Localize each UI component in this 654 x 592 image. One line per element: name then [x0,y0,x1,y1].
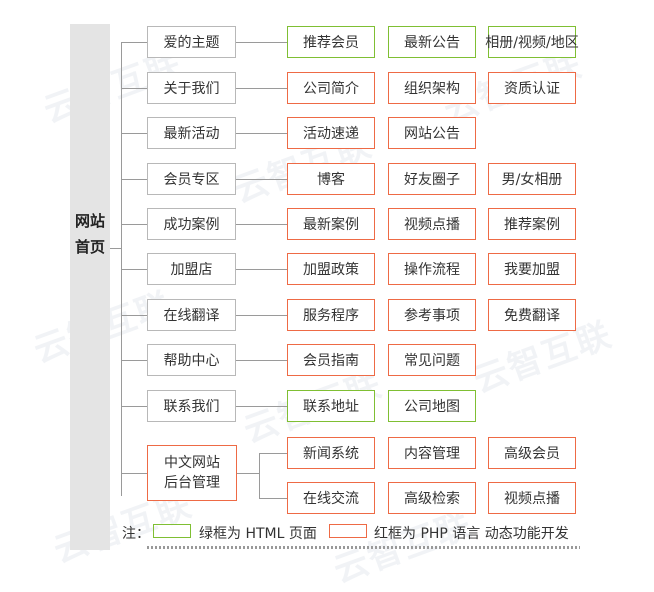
connector-to-category [121,224,147,225]
root-node-home: 网站首页 [70,24,110,550]
connector-to-items [236,133,287,134]
feature-node[interactable]: 推荐会员 [287,26,375,58]
feature-node[interactable]: 公司地图 [388,390,476,422]
connector-to-category [121,88,147,89]
category-node[interactable]: 会员专区 [147,163,236,195]
connector-to-category [121,473,147,474]
category-node[interactable]: 爱的主题 [147,26,236,58]
feature-node[interactable]: 加盟政策 [287,253,375,285]
connector-to-category [121,406,147,407]
connector-to-category [121,179,147,180]
category-node[interactable]: 关于我们 [147,72,236,104]
feature-node[interactable]: 资质认证 [488,72,576,104]
legend-php-swatch [329,524,367,538]
connector-admin-row2 [259,498,287,499]
feature-node[interactable]: 活动速递 [287,117,375,149]
legend-html-swatch [153,524,191,538]
connector-to-items [236,88,287,89]
feature-node[interactable]: 相册/视频/地区 [485,26,579,58]
legend-php-label: 红框为 PHP 语言 动态功能开发 [374,526,569,542]
connector-to-items [236,406,287,407]
category-node[interactable]: 加盟店 [147,253,236,285]
feature-node[interactable]: 操作流程 [388,253,476,285]
feature-node[interactable]: 好友圈子 [388,163,476,195]
legend-prefix: 注： [122,526,150,542]
feature-node[interactable]: 高级会员 [488,437,576,469]
feature-node[interactable]: 内容管理 [388,437,476,469]
legend-html-label: 绿框为 HTML 页面 [199,526,317,542]
feature-node[interactable]: 高级检索 [388,482,476,514]
connector-to-items [236,360,287,361]
connector-to-items [236,179,287,180]
connector-to-items [236,42,287,43]
feature-node[interactable]: 免费翻译 [488,299,576,331]
feature-node[interactable]: 联系地址 [287,390,375,422]
connector-to-category [121,133,147,134]
connector-to-category [121,360,147,361]
connector-to-items [236,224,287,225]
category-node-admin[interactable]: 中文网站 后台管理 [147,445,237,501]
connector-admin-row1 [259,453,287,454]
connector-admin-stub [237,473,259,474]
feature-node[interactable]: 我要加盟 [488,253,576,285]
feature-node[interactable]: 在线交流 [287,482,375,514]
feature-node[interactable]: 新闻系统 [287,437,375,469]
legend-dotted-divider [147,546,580,549]
feature-node[interactable]: 网站公告 [388,117,476,149]
feature-node[interactable]: 参考事项 [388,299,476,331]
category-node[interactable]: 联系我们 [147,390,236,422]
feature-node[interactable]: 服务程序 [287,299,375,331]
feature-node[interactable]: 视频点播 [388,208,476,240]
connector-to-category [121,269,147,270]
root-node-label: 网站首页 [74,212,105,256]
feature-node[interactable]: 推荐案例 [488,208,576,240]
connector-to-items [236,315,287,316]
category-node[interactable]: 帮助中心 [147,344,236,376]
feature-node[interactable]: 视频点播 [488,482,576,514]
feature-node[interactable]: 组织架构 [388,72,476,104]
feature-node[interactable]: 最新公告 [388,26,476,58]
connector-to-category [121,42,147,43]
connector-to-category [121,315,147,316]
connector-to-items [236,269,287,270]
category-node[interactable]: 最新活动 [147,117,236,149]
feature-node[interactable]: 会员指南 [287,344,375,376]
feature-node[interactable]: 博客 [287,163,375,195]
category-node[interactable]: 在线翻译 [147,299,236,331]
connector-root-stub [110,248,121,249]
sitemap-diagram: 云智互联云智互联云智互联云智互联云智互联云智互联云智互联云智互联 网站首页 注：… [29,24,618,591]
feature-node[interactable]: 公司简介 [287,72,375,104]
feature-node[interactable]: 男/女相册 [488,163,576,195]
category-node[interactable]: 成功案例 [147,208,236,240]
feature-node[interactable]: 常见问题 [388,344,476,376]
feature-node[interactable]: 最新案例 [287,208,375,240]
connector-admin-fork [259,453,260,498]
